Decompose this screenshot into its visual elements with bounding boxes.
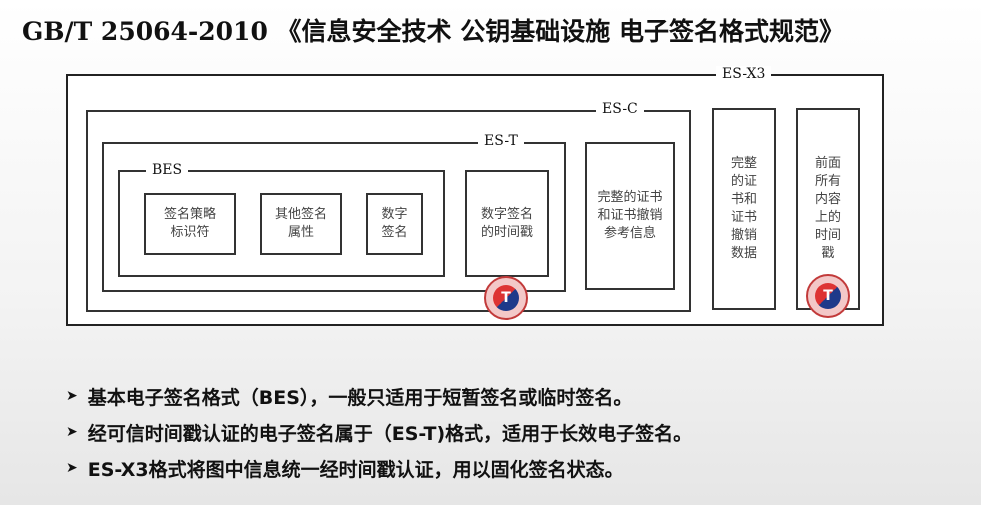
bes-frame bbox=[118, 170, 445, 277]
timestamp-seal-icon: T bbox=[484, 276, 528, 320]
es-x3-label: ES-X3 bbox=[716, 66, 772, 82]
arrow-bullet-icon: ➤ bbox=[66, 388, 78, 404]
bullet-text: 基本电子签名格式（BES），一般只适用于短暂签名或临时签名。 bbox=[87, 386, 633, 409]
cell-other-attrs: 其他签名属性 bbox=[260, 193, 342, 255]
cell-complete-data-text: 完整的证书和证书撤销数据 bbox=[730, 156, 757, 261]
cell-digital-sig-text: 数字签名 bbox=[381, 207, 408, 240]
bullet-text: 经可信时间戳认证的电子签名属于（ES-T)格式，适用于长效电子签名。 bbox=[87, 422, 693, 445]
page-title: GB/T 25064-2010 《信息安全技术 公钥基础设施 电子签名格式规范》 bbox=[22, 17, 844, 46]
cell-complete-refs: 完整的证书和证书撤销参考信息 bbox=[585, 142, 675, 290]
cell-policy-id: 签名策略标识符 bbox=[144, 193, 236, 255]
bes-label: BES bbox=[146, 162, 189, 178]
cell-complete-refs-text: 完整的证书和证书撤销参考信息 bbox=[597, 190, 663, 241]
arrow-bullet-icon: ➤ bbox=[66, 424, 78, 440]
list-item: ➤ 经可信时间戳认证的电子签名属于（ES-T)格式，适用于长效电子签名。 bbox=[66, 414, 692, 450]
seal-letter: T bbox=[815, 283, 841, 309]
list-item: ➤ ES-X3格式将图中信息统一经时间戳认证，用以固化签名状态。 bbox=[66, 450, 692, 486]
timestamp-seal-icon: T bbox=[806, 274, 850, 318]
cell-timestamp: 数字签名的时间戳 bbox=[465, 170, 549, 277]
bullet-text: ES-X3格式将图中信息统一经时间戳认证，用以固化签名状态。 bbox=[87, 458, 624, 481]
es-t-label: ES-T bbox=[478, 133, 524, 149]
arrow-bullet-icon: ➤ bbox=[66, 460, 78, 476]
es-t-frame bbox=[102, 142, 566, 292]
cell-other-attrs-text: 其他签名属性 bbox=[274, 207, 327, 240]
cell-prior-timestamp-text: 前面所有内容上的时间戳 bbox=[814, 156, 841, 261]
list-item: ➤ 基本电子签名格式（BES），一般只适用于短暂签名或临时签名。 bbox=[66, 378, 692, 414]
cell-policy-id-text: 签名策略标识符 bbox=[163, 207, 216, 240]
cell-digital-sig: 数字签名 bbox=[366, 193, 423, 255]
bullet-list: ➤ 基本电子签名格式（BES），一般只适用于短暂签名或临时签名。 ➤ 经可信时间… bbox=[66, 378, 692, 486]
es-c-label: ES-C bbox=[596, 101, 644, 117]
cell-timestamp-text: 数字签名的时间戳 bbox=[480, 206, 533, 240]
seal-letter: T bbox=[493, 285, 519, 311]
cell-complete-data: 完整的证书和证书撤销数据 bbox=[712, 108, 776, 310]
es-c-frame bbox=[86, 110, 691, 312]
